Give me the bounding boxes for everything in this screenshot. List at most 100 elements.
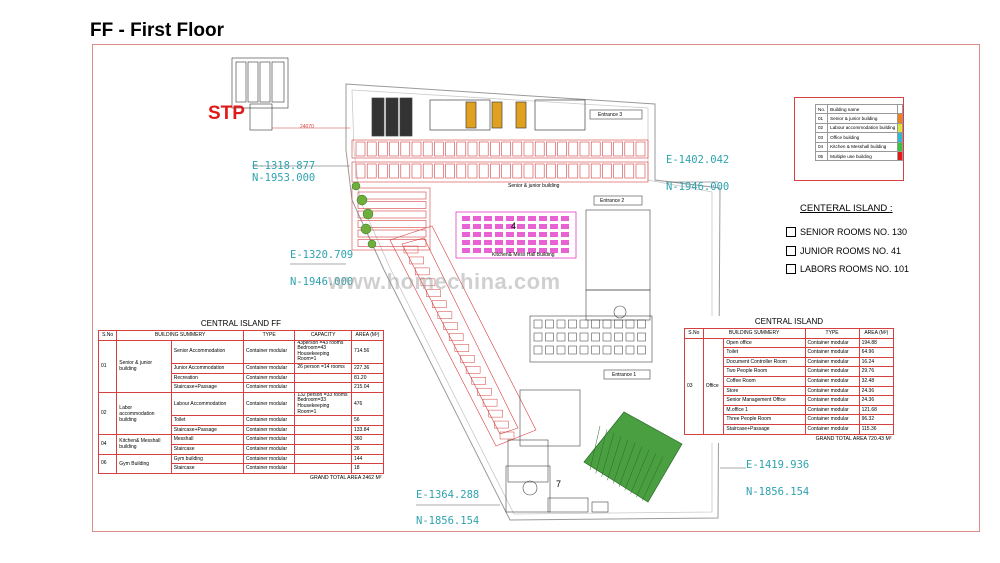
row-area: 194.88 xyxy=(858,337,895,349)
equipment-row xyxy=(371,97,586,137)
dimension-label: 24070 xyxy=(300,124,314,130)
row-area: 56 xyxy=(350,415,385,426)
room-unit xyxy=(456,163,467,179)
row-area: 115.36 xyxy=(858,423,895,435)
office-desk xyxy=(545,319,554,329)
row-area: 96.32 xyxy=(858,414,895,425)
coord-e-4: E-1364.288 xyxy=(416,489,480,501)
office-desk xyxy=(614,345,623,355)
mess-table xyxy=(484,224,492,229)
room-unit xyxy=(467,163,478,179)
central-island-office-table: CENTRAL ISLAND S.No BUILDING SUMMERY TYP… xyxy=(684,316,895,444)
room-unit xyxy=(635,163,646,179)
room-unit xyxy=(579,163,590,179)
mess-table xyxy=(561,248,569,253)
group-number: 01 xyxy=(97,339,118,393)
labour-room xyxy=(494,420,509,429)
row-summery: Messhall xyxy=(170,434,244,445)
office-desk xyxy=(556,332,566,342)
mess-table xyxy=(528,248,536,253)
office-desk xyxy=(637,332,646,342)
row-summery: Senior Management Office xyxy=(723,395,806,406)
office-desk xyxy=(614,319,623,329)
office-desks xyxy=(533,319,646,355)
office-desk xyxy=(602,319,612,329)
labour-room xyxy=(409,256,424,265)
checkbox-icon xyxy=(786,245,796,256)
labour-room xyxy=(426,289,441,298)
mess-table xyxy=(462,224,470,229)
room-unit xyxy=(355,141,366,157)
row-summery: Toilet xyxy=(723,347,806,358)
legend-swatch xyxy=(897,141,904,152)
entrance-3-label: Entrance 3 xyxy=(598,112,623,118)
coord-n-1: N-1953.000 xyxy=(252,172,316,184)
room-unit xyxy=(357,220,427,228)
mess-table xyxy=(517,224,525,229)
entrance-markers xyxy=(589,109,651,380)
row-area: 29.76 xyxy=(858,366,895,377)
central-island-item-label: LABORS ROOMS NO. 101 xyxy=(800,264,910,275)
row-summery: Coffee Room xyxy=(723,375,806,387)
row-area: 24.36 xyxy=(858,385,895,397)
room-unit xyxy=(534,163,545,179)
office-desk xyxy=(625,345,635,355)
row-summery: Staircase+Passage xyxy=(170,424,244,436)
row-type: Container modular xyxy=(242,434,296,445)
office-desk xyxy=(591,319,600,329)
messhall-tables xyxy=(462,216,569,253)
row-area: 18 xyxy=(350,463,385,474)
labour-room xyxy=(499,431,515,440)
room-unit xyxy=(355,163,366,179)
row-summery: Open office xyxy=(723,337,806,349)
mess-table xyxy=(484,240,492,245)
row-type: Container modular xyxy=(242,443,296,455)
legend-name: Multiple use building xyxy=(827,150,899,162)
roof-stripe xyxy=(618,442,636,488)
labour-room xyxy=(443,322,458,330)
labour-room xyxy=(482,398,498,407)
room-unit xyxy=(357,229,427,238)
group-name: Office xyxy=(702,337,725,435)
office-table-total: GRAND TOTAL AREA 720.43 M² xyxy=(815,435,892,442)
office-desk xyxy=(533,319,543,329)
room-unit xyxy=(478,141,489,157)
labour-room xyxy=(465,366,481,374)
group-name: Labor accommodation building xyxy=(116,391,172,436)
ff-header-capacity: CAPACITY xyxy=(294,330,352,341)
office-table-header: S.No BUILDING SUMMERY TYPE AREA (M²) xyxy=(684,328,895,339)
office-desk xyxy=(533,332,543,342)
office-desk xyxy=(545,345,554,355)
row-type: Container modular xyxy=(242,362,296,374)
ff-table-caption: CENTRAL ISLAND FF xyxy=(200,318,282,328)
mess-table xyxy=(495,224,503,229)
roof-stripe xyxy=(630,449,650,494)
mess-table xyxy=(550,224,558,229)
mess-table xyxy=(495,248,503,253)
row-summery: Store xyxy=(723,385,806,397)
row-area: 81.20 xyxy=(350,372,385,384)
room-unit xyxy=(411,141,422,157)
row-area: 476 xyxy=(350,391,385,417)
row-summery: Two People Room xyxy=(723,366,806,377)
roof-stripe xyxy=(636,453,657,498)
mess-table xyxy=(473,248,481,253)
row-type: Container modular xyxy=(804,356,860,368)
coord-n-2: N-1946.000 xyxy=(666,181,730,193)
room-unit xyxy=(557,141,567,157)
office-desk xyxy=(625,332,635,342)
room-unit xyxy=(557,163,567,179)
room-unit xyxy=(434,141,444,157)
ff-header-area: AREA (M²) xyxy=(350,330,385,341)
room-unit xyxy=(389,163,399,179)
row-area: 714.56 xyxy=(350,339,385,364)
office-desk xyxy=(625,319,635,329)
row-type: Container modular xyxy=(804,385,860,397)
room-unit xyxy=(568,163,579,179)
office-desk xyxy=(579,319,589,329)
roof-stripe xyxy=(601,432,615,477)
room-unit xyxy=(400,141,411,157)
labour-room xyxy=(420,278,436,287)
